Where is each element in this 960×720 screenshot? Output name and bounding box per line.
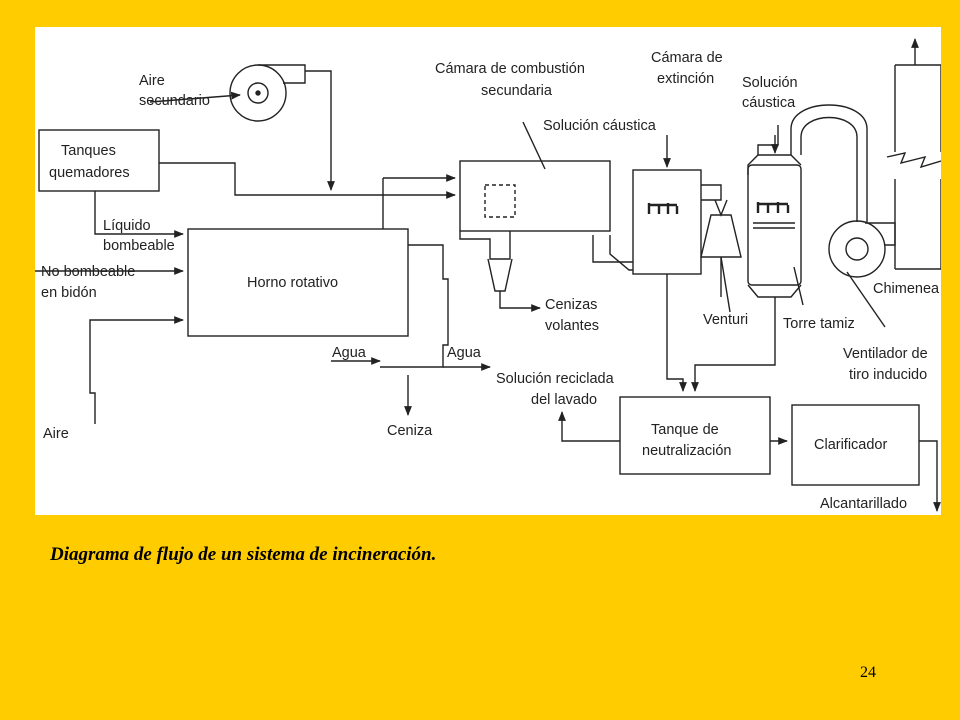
label-camara-extincion: Cámara de (651, 50, 723, 66)
label-torre-tamiz: Torre tamiz (783, 316, 855, 332)
figure-caption: Diagrama de flujo de un sistema de incin… (50, 544, 437, 565)
label-tanque-neutralizacion: Tanque de (651, 422, 719, 438)
svg-text:en bidón: en bidón (41, 285, 97, 301)
torre-tamiz (691, 125, 804, 392)
tanques-quemadores-box (38, 129, 160, 192)
label-camara-combustion: Cámara de combustión (435, 61, 585, 77)
label-solucion-caustica-2: Solución (742, 75, 798, 91)
label-agua-1: Agua (332, 345, 367, 361)
diagram-labels: Aire secundario Tanques quemadores Líqui… (41, 50, 940, 512)
svg-text:neutralización: neutralización (642, 443, 731, 459)
svg-text:tiro inducido: tiro inducido (849, 367, 927, 383)
label-solucion-caustica: Solución cáustica (543, 118, 657, 134)
camara-combustion-box (459, 160, 611, 232)
label-aire: Aire (43, 426, 69, 442)
label-ventilador: Ventilador de (843, 346, 928, 362)
tanque-neutralizacion-box (619, 396, 771, 475)
label-ceniza: Ceniza (387, 423, 433, 439)
label-chimenea: Chimenea (873, 281, 940, 297)
ventilador-tiro-inducido (828, 220, 896, 328)
clarificador-box (791, 404, 920, 486)
label-cenizas-volantes: Cenizas (545, 297, 597, 313)
svg-text:secundaria: secundaria (481, 83, 553, 99)
label-solucion-reciclada: Solución reciclada (496, 371, 615, 387)
diagram-panel: Aire secundario Tanques quemadores Líqui… (35, 27, 941, 515)
label-no-bombeable: No bombeable (41, 264, 135, 280)
venturi (700, 184, 742, 313)
svg-text:extinción: extinción (657, 71, 714, 87)
flow-diagram: Aire secundario Tanques quemadores Líqui… (35, 38, 941, 512)
label-tanques: Tanques (61, 143, 116, 159)
svg-text:bombeable: bombeable (103, 238, 175, 254)
label-aire-secundario: Aire (139, 73, 165, 89)
svg-text:secundario: secundario (139, 93, 210, 109)
label-venturi: Venturi (703, 312, 748, 328)
label-clarificador: Clarificador (814, 437, 887, 453)
label-horno: Horno rotativo (247, 275, 338, 291)
camara-extincion-box (632, 169, 702, 275)
chimenea (886, 38, 941, 270)
svg-text:cáustica: cáustica (742, 95, 796, 111)
label-agua-2: Agua (447, 345, 482, 361)
horno-rotativo-box (187, 228, 409, 337)
secondary-air-fan (229, 64, 335, 191)
svg-text:volantes: volantes (545, 318, 599, 334)
page-number: 24 (860, 664, 876, 681)
label-alcantarillado: Alcantarillado (820, 496, 907, 512)
label-liquido: Líquido (103, 218, 151, 234)
svg-text:quemadores: quemadores (49, 165, 130, 181)
svg-text:del lavado: del lavado (531, 392, 597, 408)
